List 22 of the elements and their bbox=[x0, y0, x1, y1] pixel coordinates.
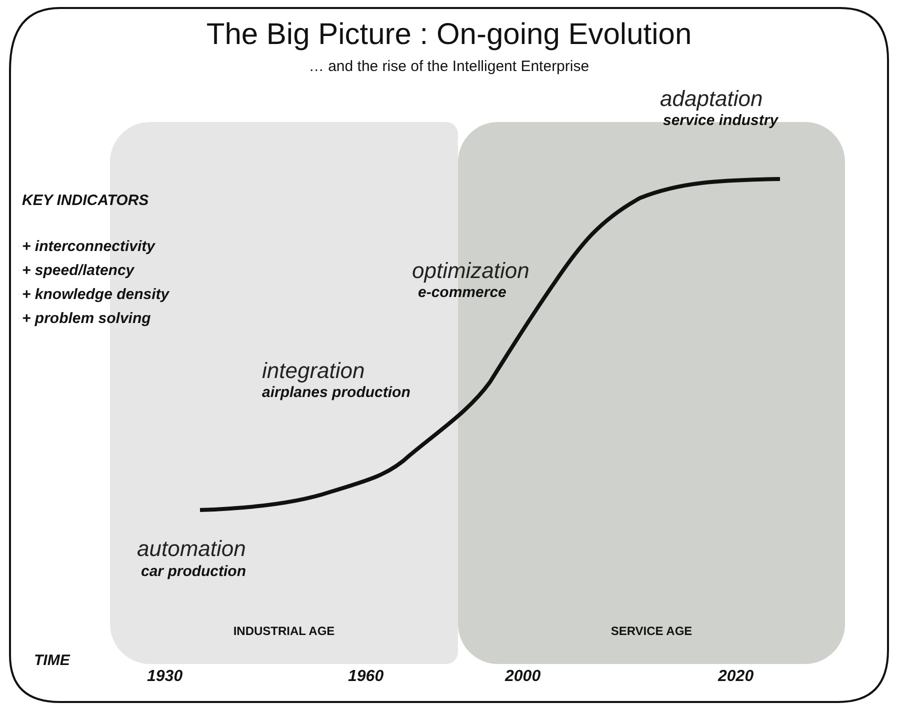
indicator-item: + speed/latency bbox=[22, 262, 134, 279]
stage-example: service industry bbox=[663, 112, 778, 129]
year-label: 1960 bbox=[348, 668, 384, 686]
subtitle: … and the rise of the Intelligent Enterprise bbox=[308, 58, 590, 75]
year-label: 2000 bbox=[505, 668, 541, 686]
indicator-item: + interconnectivity bbox=[22, 238, 155, 255]
stage-example: e-commerce bbox=[418, 284, 506, 301]
stage-name: integration bbox=[262, 358, 365, 384]
title: The Big Picture : On-going Evolution bbox=[206, 18, 692, 52]
indicator-item: + knowledge density bbox=[22, 286, 170, 303]
indicators-heading: KEY INDICATORS bbox=[22, 192, 149, 209]
indicator-item: + problem solving bbox=[22, 310, 151, 327]
axis-title: TIME bbox=[34, 652, 70, 669]
stage-example: car production bbox=[141, 563, 246, 580]
stage-name: automation bbox=[137, 536, 246, 562]
era-label: SERVICE AGE bbox=[610, 624, 694, 638]
era-label: INDUSTRIAL AGE bbox=[232, 624, 336, 638]
stage-name: optimization bbox=[412, 258, 530, 284]
stage-name: adaptation bbox=[660, 86, 763, 112]
year-label: 2020 bbox=[718, 668, 754, 686]
year-label: 1930 bbox=[147, 668, 183, 686]
stage-example: airplanes production bbox=[262, 384, 410, 401]
